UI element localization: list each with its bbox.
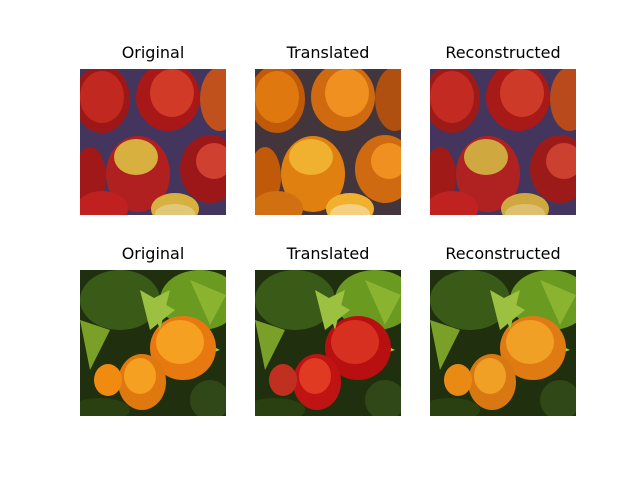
panel-title: Reconstructed <box>445 43 561 62</box>
original-oranges-image <box>80 270 226 416</box>
translated-oranges-image <box>255 69 401 215</box>
reconstructed-oranges-image <box>430 270 576 416</box>
panel-title: Translated <box>286 244 370 263</box>
panel-title: Original <box>121 43 185 62</box>
translated-apples-image <box>255 270 401 416</box>
panel-title: Original <box>121 244 185 263</box>
panel-title: Translated <box>286 43 370 62</box>
original-apples-image <box>80 69 226 215</box>
panel-title: Reconstructed <box>445 244 561 263</box>
reconstructed-apples-image <box>430 69 576 215</box>
